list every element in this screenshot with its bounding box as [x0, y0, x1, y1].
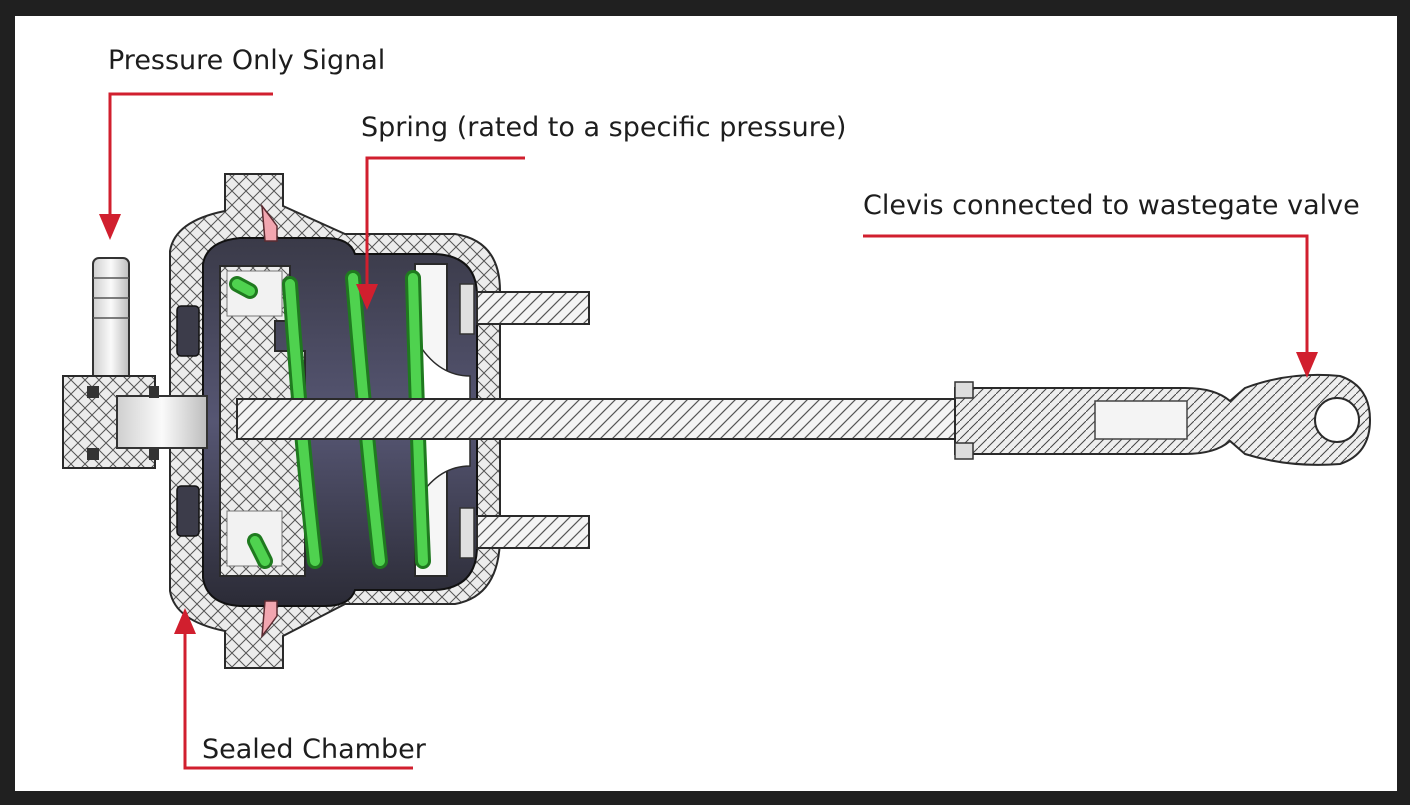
mounting-stud-top: [459, 283, 590, 335]
wastegate-actuator-diagram: Pressure Only Signal Spring (rated to a …: [62, 45, 1372, 770]
mounting-stud-bottom: [459, 507, 590, 559]
callout-clevis: Clevis connected to wastegate valve: [863, 190, 1360, 378]
top-seal: [261, 203, 278, 242]
diagram-canvas: Pressure Only Signal Spring (rated to a …: [15, 16, 1397, 791]
clevis: [954, 373, 1372, 466]
callout-spring: Spring (rated to a specific pressure): [356, 112, 846, 310]
label-sealed-chamber: Sealed Chamber: [202, 734, 427, 765]
push-rod: [236, 398, 1098, 440]
callout-pressure-signal: Pressure Only Signal: [99, 45, 385, 240]
bottom-seal: [261, 600, 278, 639]
label-pressure-signal: Pressure Only Signal: [108, 45, 385, 76]
label-spring: Spring (rated to a specific pressure): [361, 112, 846, 143]
callout-sealed-chamber: Sealed Chamber: [174, 608, 427, 770]
pressure-fitting: [62, 257, 208, 469]
label-clevis: Clevis connected to wastegate valve: [863, 190, 1360, 221]
